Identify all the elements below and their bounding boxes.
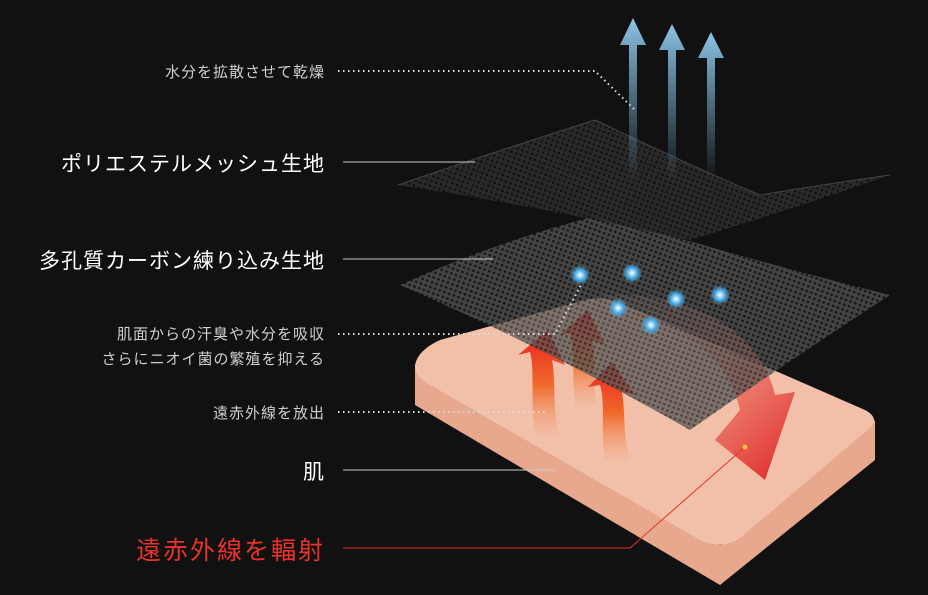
label-far-infrared-emit: 遠赤外線を放出 <box>212 404 325 422</box>
label-evaporate: 水分を拡散させて乾燥 <box>164 63 325 81</box>
label-polyester-mesh: ポリエステルメッシュ生地 <box>61 152 325 176</box>
vapor-arrows <box>620 18 724 180</box>
label-carbon-fabric: 多孔質カーボン練り込み生地 <box>39 249 325 273</box>
label-absorb-line2: さらにニオイ菌の繁殖を抑える <box>101 350 325 368</box>
skin-slab <box>414 298 875 585</box>
moisture-dots <box>570 263 730 335</box>
polyester-mesh-layer <box>398 120 890 240</box>
label-far-infrared-radiate: 遠赤外線を輻射 <box>135 536 325 565</box>
label-skin: 肌 <box>303 460 325 484</box>
label-absorb-line1: 肌面からの汗臭や水分を吸収 <box>116 325 325 343</box>
leader-lines <box>338 70 748 549</box>
